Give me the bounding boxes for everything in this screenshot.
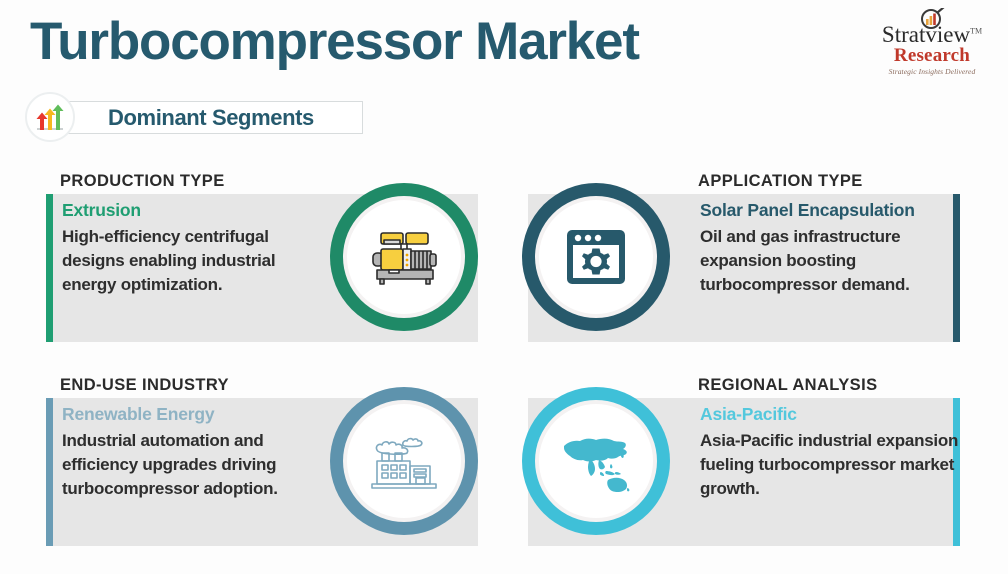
card-body: Oil and gas infrastructure expansion boo… bbox=[700, 226, 910, 295]
badge-box: Dominant Segments bbox=[55, 101, 363, 134]
card-copy: Extrusion High-efficiency centrifugal de… bbox=[62, 200, 324, 297]
logo-trademark: TM bbox=[970, 26, 983, 36]
card-accent-bar bbox=[46, 398, 53, 546]
card-icon-ring bbox=[522, 183, 670, 331]
factory-smokestack-icon bbox=[347, 404, 461, 518]
stratview-research-logo: StratviewTM Research Strategic Insights … bbox=[868, 8, 996, 76]
segment-card-end-use-industry: END-USE INDUSTRY Renewable Energy Indust… bbox=[40, 376, 502, 546]
page-title: Turbocompressor Market bbox=[30, 12, 640, 71]
card-copy: Asia-Pacific Asia-Pacific industrial exp… bbox=[700, 404, 962, 501]
card-headline: Asia-Pacific bbox=[700, 404, 797, 424]
card-copy: Renewable Energy Industrial automation a… bbox=[62, 404, 324, 501]
browser-gear-settings-icon bbox=[539, 200, 653, 314]
segment-card-regional-analysis: REGIONAL ANALYSIS Asia-Pacific Asia-Paci… bbox=[504, 376, 966, 546]
logo-wordmark-stratview: StratviewTM bbox=[881, 22, 983, 47]
card-copy: Solar Panel Encapsulation Oil and gas in… bbox=[700, 200, 962, 297]
card-kicker: PRODUCTION TYPE bbox=[60, 172, 225, 190]
industrial-compressor-icon bbox=[347, 200, 461, 314]
segment-card-production-type: PRODUCTION TYPE Extrusion High-efficienc… bbox=[40, 172, 502, 342]
card-headline: Solar Panel Encapsulation bbox=[700, 200, 915, 220]
logo-tagline: Strategic Insights Delivered bbox=[888, 66, 976, 76]
asia-pacific-map-icon bbox=[539, 404, 653, 518]
logo-wordmark-research: Research bbox=[893, 45, 971, 66]
card-icon-ring bbox=[330, 387, 478, 535]
card-kicker: END-USE INDUSTRY bbox=[60, 376, 229, 394]
ascending-bar-arrows-icon bbox=[25, 92, 75, 142]
segment-card-application-type: APPLICATION TYPE Solar Panel Encapsulati… bbox=[504, 172, 966, 342]
card-headline: Renewable Energy bbox=[62, 404, 215, 424]
magnifier-bar-chart-icon bbox=[868, 8, 996, 30]
card-icon-ring bbox=[522, 387, 670, 535]
card-body: High-efficiency centrifugal designs enab… bbox=[62, 226, 276, 295]
card-kicker: REGIONAL ANALYSIS bbox=[698, 376, 878, 394]
card-kicker: APPLICATION TYPE bbox=[698, 172, 863, 190]
card-accent-bar bbox=[953, 398, 960, 546]
card-body: Asia-Pacific industrial expansion fuelin… bbox=[700, 430, 959, 499]
badge-label: Dominant Segments bbox=[108, 104, 314, 130]
card-accent-bar bbox=[46, 194, 53, 342]
card-body: Industrial automation and efficiency upg… bbox=[62, 430, 278, 499]
card-accent-bar bbox=[953, 194, 960, 342]
card-headline: Extrusion bbox=[62, 200, 141, 220]
card-icon-ring bbox=[330, 183, 478, 331]
